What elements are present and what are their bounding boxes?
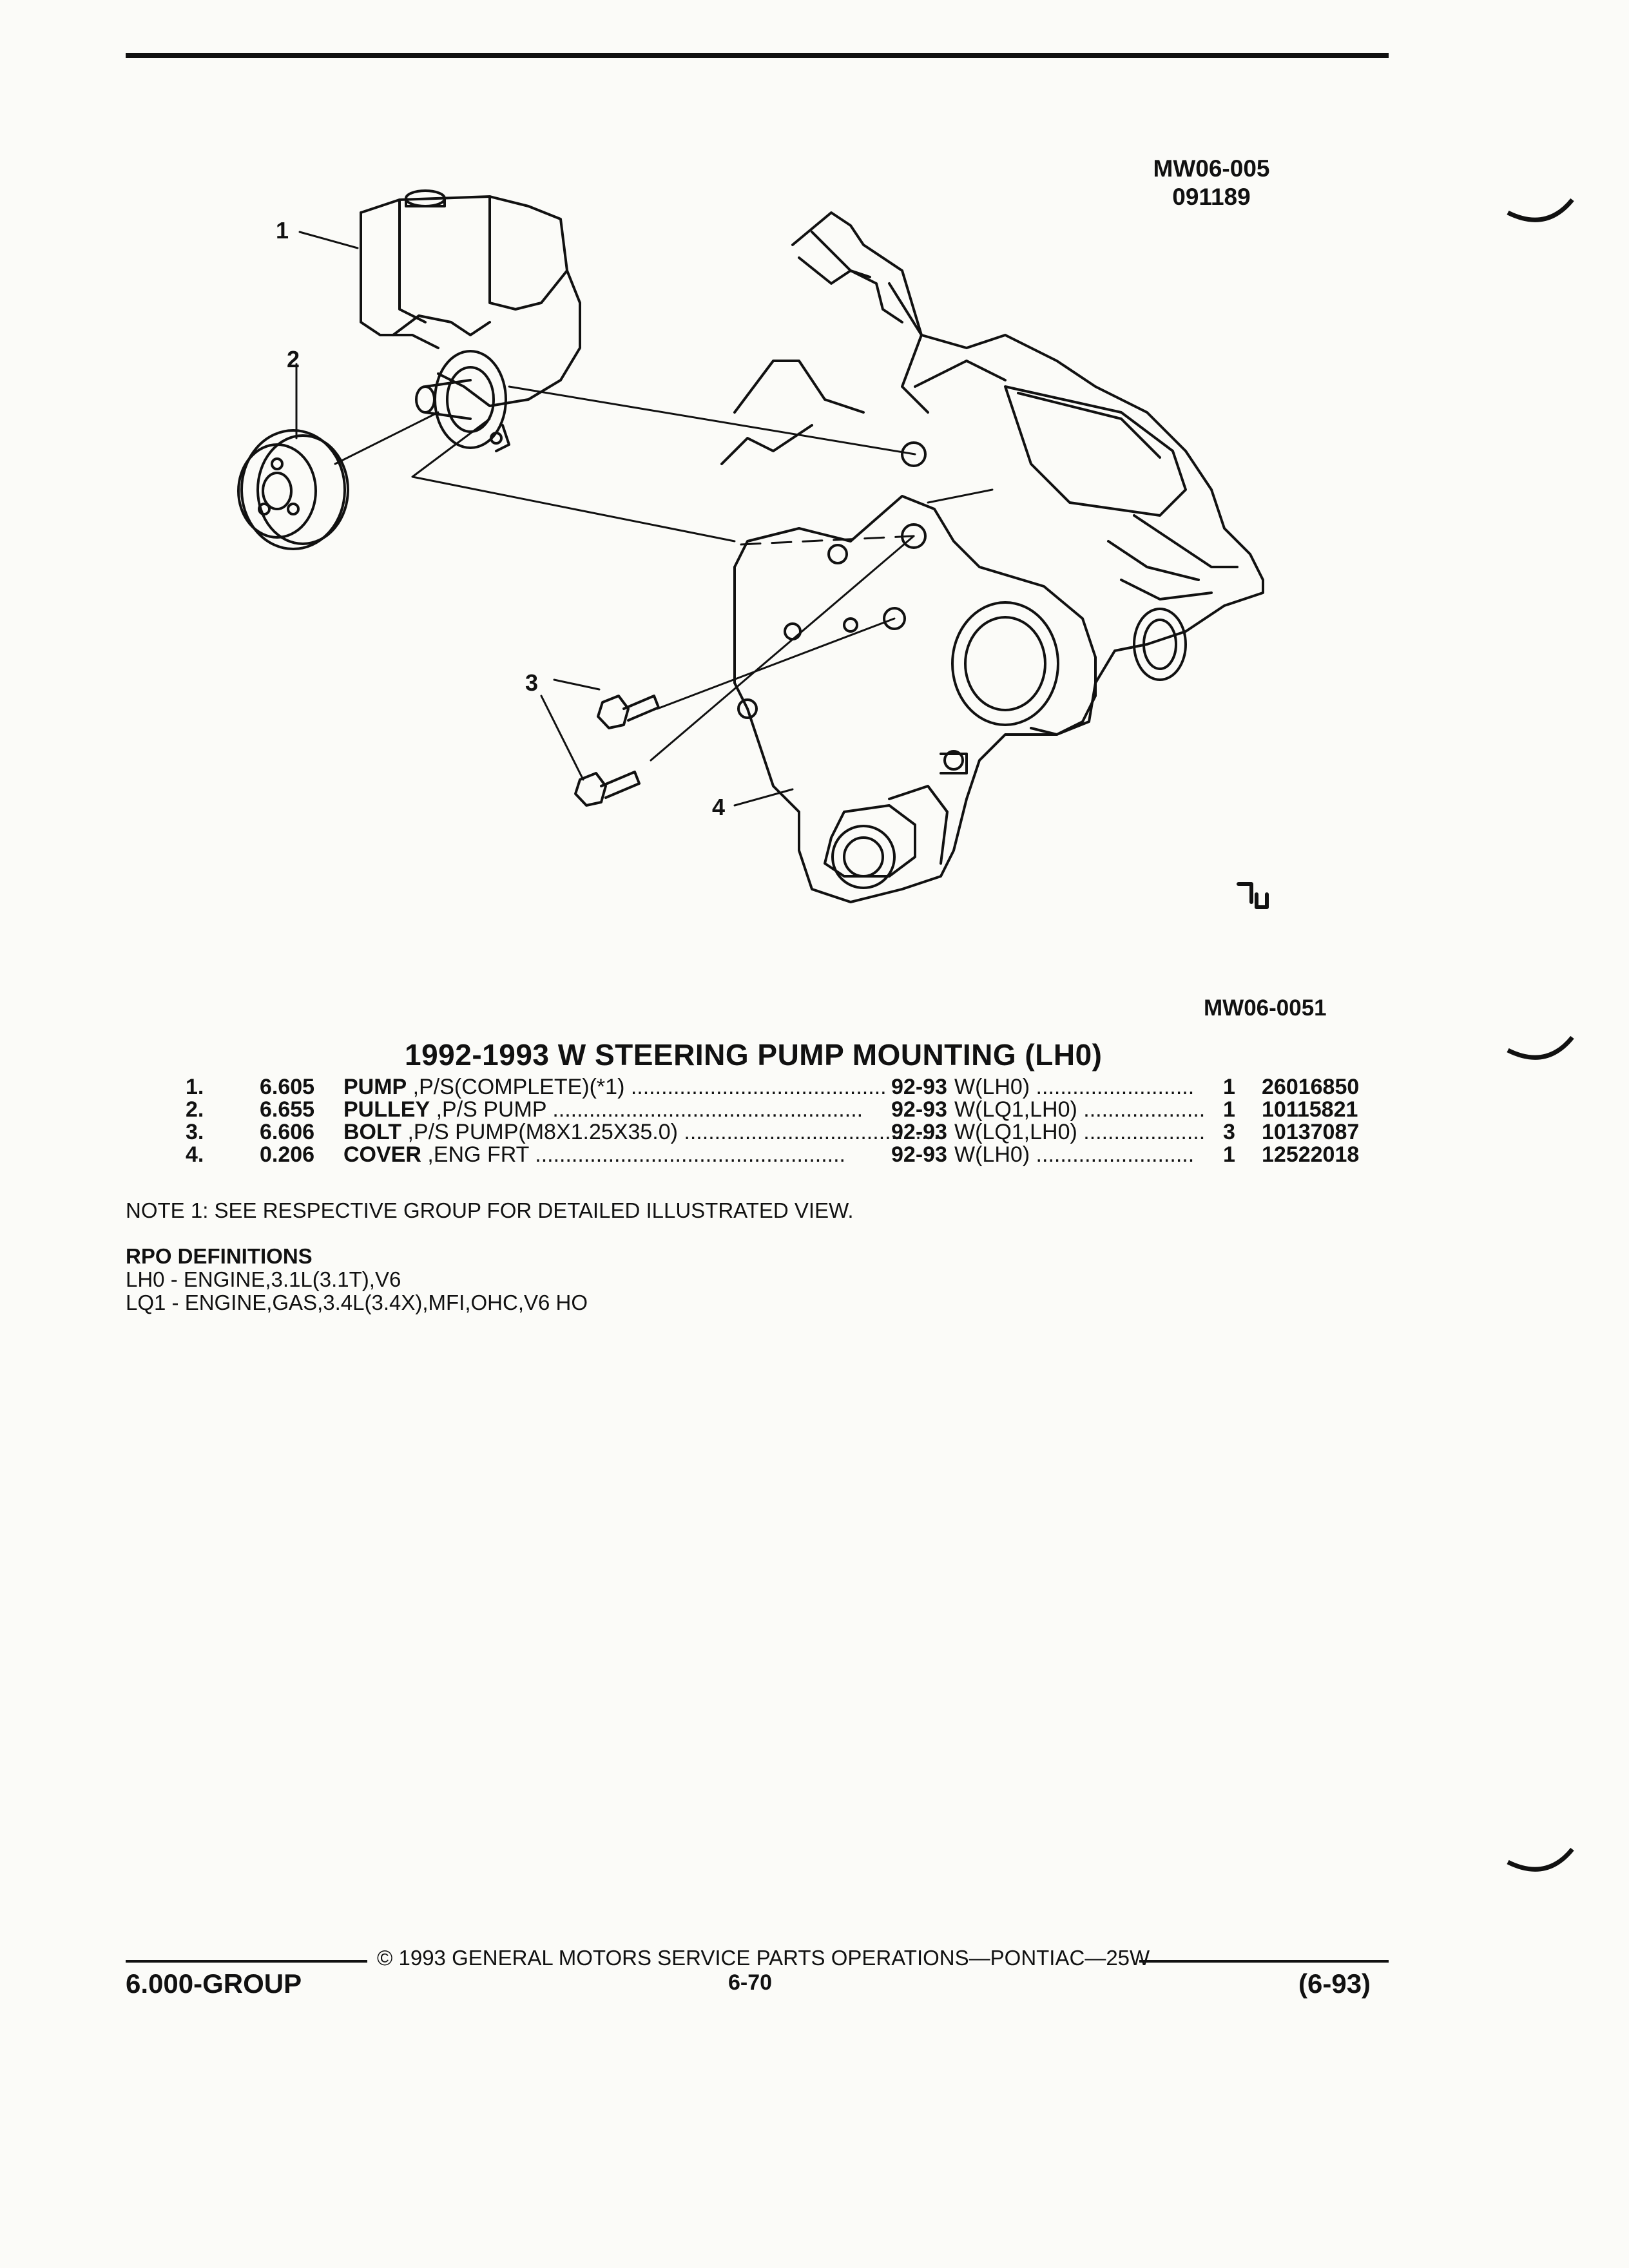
rpo-heading: RPO DEFINITIONS: [126, 1244, 313, 1268]
models: W(LQ1,LH0) ....................: [954, 1099, 1206, 1121]
callout-3: 3: [525, 669, 538, 696]
part-name: BOLT: [343, 1121, 402, 1144]
bolt-drawing-upper: [597, 695, 660, 729]
part-description: BOLT ,P/S PUMP(M8X1.25X35.0) ...........…: [343, 1121, 1059, 1144]
part-detail: ,P/S(COMPLETE)(*1) .....................…: [407, 1076, 887, 1099]
figure-code-line: 091189: [1172, 184, 1251, 210]
callout-2: 2: [287, 346, 300, 372]
callout-1: 1: [276, 217, 289, 244]
models: W(LH0) ..........................: [954, 1144, 1195, 1166]
group-number: 0.206: [260, 1142, 315, 1167]
item-number: 4.: [186, 1142, 204, 1167]
models: W(LQ1,LH0) ....................: [954, 1121, 1206, 1144]
group-number: 6.606: [260, 1120, 315, 1144]
parts-row: 1. 6.605 PUMP ,P/S(COMPLETE)(*1) .........…: [166, 1076, 1391, 1099]
pulley-drawing: [237, 429, 349, 550]
parts-row: 2. 6.655 PULLEY ,P/S PUMP ................…: [166, 1099, 1391, 1121]
quantity: 1: [1223, 1075, 1235, 1099]
part-name: PULLEY: [343, 1099, 430, 1121]
models: W(LH0) ..........................: [954, 1076, 1195, 1099]
quantity: 1: [1223, 1142, 1235, 1167]
footer-copyright: © 1993 GENERAL MOTORS SERVICE PARTS OPER…: [377, 1946, 1150, 1970]
part-description: PUMP ,P/S(COMPLETE)(*1) ................…: [343, 1076, 1059, 1099]
part-number: 10137087: [1262, 1120, 1360, 1144]
group-number: 6.655: [260, 1097, 315, 1122]
rpo-item: LQ1 - ENGINE,GAS,3.4L(3.4X),MFI,OHC,V6 H…: [126, 1291, 588, 1314]
margin-hole-mark: [1507, 1847, 1574, 1872]
part-number: 12522018: [1262, 1142, 1360, 1167]
figure-code-bottom: MW06-0051: [1204, 995, 1327, 1021]
figure-code-line: MW06-005: [1153, 155, 1270, 182]
margin-hole-mark: [1507, 198, 1574, 222]
bolt-drawing-lower: [574, 771, 641, 807]
page-title: 1992-1993 W STEERING PUMP MOUNTING (LH0): [405, 1038, 1103, 1072]
front-cover-drawing: [733, 441, 1097, 903]
group-number: 6.605: [260, 1075, 315, 1099]
item-number: 2.: [186, 1097, 204, 1122]
top-rule: [126, 53, 1389, 58]
part-name: PUMP: [343, 1076, 407, 1099]
item-number: 3.: [186, 1120, 204, 1144]
footer-date: (6-93): [1298, 1968, 1371, 1999]
quantity: 1: [1223, 1097, 1235, 1122]
callout-4: 4: [712, 794, 725, 820]
footer-rule-right: [1139, 1960, 1389, 1963]
engine-block-drawing: [720, 211, 1264, 736]
part-name: COVER: [343, 1144, 421, 1166]
part-description: PULLEY ,P/S PUMP .......................…: [343, 1099, 1059, 1121]
power-steering-pump-drawing: [360, 189, 581, 452]
model-years: 92-93: [891, 1097, 947, 1122]
model-years: 92-93: [891, 1142, 947, 1167]
model-years: 92-93: [891, 1120, 947, 1144]
model-years: 92-93: [891, 1075, 947, 1099]
exploded-view-illustration: 1 2 3 4: [237, 189, 1269, 909]
parts-row: 4. 0.206 COVER ,ENG FRT ..................…: [166, 1144, 1391, 1166]
part-description: COVER ,ENG FRT .........................…: [343, 1144, 1059, 1166]
rpo-definitions: RPO DEFINITIONS LH0 - ENGINE,3.1L(3.1T),…: [126, 1245, 588, 1314]
part-detail: ,P/S PUMP(M8X1.25X35.0) ................…: [401, 1121, 940, 1144]
rpo-item: LH0 - ENGINE,3.1L(3.1T),V6: [126, 1267, 401, 1291]
item-number: 1.: [186, 1075, 204, 1099]
parts-row: 3. 6.606 BOLT ,P/S PUMP(M8X1.25X35.0) ....…: [166, 1121, 1391, 1144]
margin-hole-mark: [1507, 1035, 1574, 1060]
callout-leaders: [295, 231, 794, 807]
part-number: 10115821: [1262, 1097, 1358, 1122]
symbol-mark: [1237, 882, 1269, 909]
note: NOTE 1: SEE RESPECTIVE GROUP FOR DETAILE…: [126, 1198, 854, 1222]
figure-code-top: MW06-005 091189: [1141, 155, 1282, 211]
quantity: 3: [1223, 1120, 1235, 1144]
part-detail: ,ENG FRT ...............................…: [421, 1144, 846, 1166]
part-detail: ,P/S PUMP ..............................…: [430, 1099, 863, 1121]
parts-list: 1. 6.605 PUMP ,P/S(COMPLETE)(*1) .........…: [166, 1076, 1391, 1166]
part-number: 26016850: [1262, 1075, 1360, 1099]
alignment-lines: [334, 385, 994, 762]
footer-group: 6.000-GROUP: [126, 1968, 302, 1999]
footer-page-number: 6-70: [728, 1970, 773, 1995]
footer-rule-left: [126, 1960, 367, 1963]
